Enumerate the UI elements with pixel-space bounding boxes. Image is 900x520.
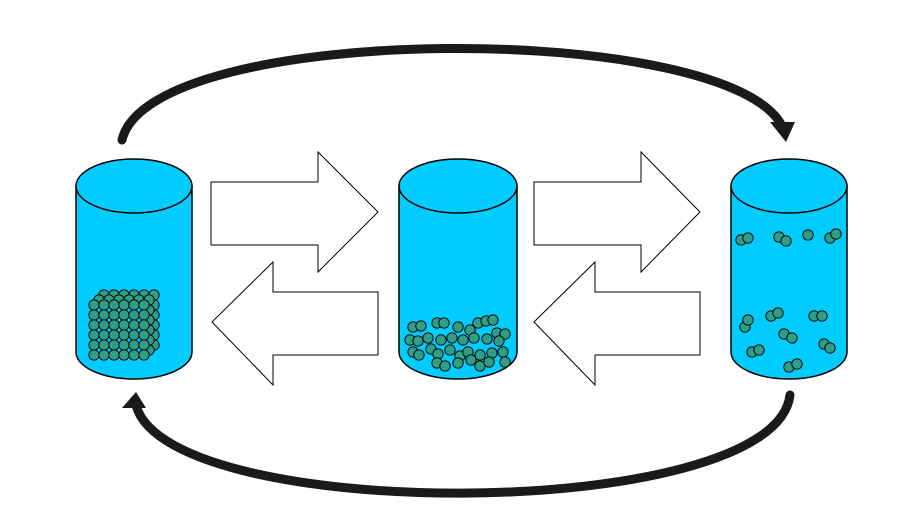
gas-particle xyxy=(830,228,842,240)
arrow-liquid-to-gas xyxy=(533,150,701,274)
solid-particle xyxy=(138,299,150,311)
liquid-particle xyxy=(493,335,505,347)
solid-particle xyxy=(108,319,120,331)
gas-particle xyxy=(753,344,765,356)
solid-particle xyxy=(88,349,100,361)
solid-particle xyxy=(138,349,150,361)
gas-particle xyxy=(786,332,798,344)
liquid-particle xyxy=(497,346,509,358)
solid-particle xyxy=(128,309,140,321)
solid-particle xyxy=(98,299,110,311)
solid-particle xyxy=(128,319,140,331)
particles-gas xyxy=(735,228,842,373)
solid-particle xyxy=(108,299,120,311)
solid-particle xyxy=(88,319,100,331)
solid-particle xyxy=(138,309,150,321)
solid-particle xyxy=(108,339,120,351)
liquid-particle xyxy=(413,349,425,361)
gas-particle xyxy=(824,342,836,354)
solid-particle xyxy=(118,309,130,321)
liquid-particle xyxy=(483,356,495,368)
container-gas xyxy=(730,158,848,380)
solid-particle xyxy=(98,319,110,331)
liquid-particle xyxy=(439,360,451,372)
cycle-arrow-top-head xyxy=(770,122,795,142)
solid-particle xyxy=(118,299,130,311)
liquid-particle xyxy=(481,333,493,345)
solid-particle xyxy=(108,329,120,341)
particles-solid xyxy=(88,289,160,361)
container-solid xyxy=(75,158,193,380)
arrow-liquid-to-solid xyxy=(211,260,379,387)
liquid-particle xyxy=(457,334,469,346)
cycle-arrow-top xyxy=(117,43,795,145)
particles-liquid xyxy=(404,314,511,372)
solid-particle xyxy=(88,309,100,321)
solid-particle xyxy=(88,299,100,311)
gas-particle xyxy=(772,307,784,319)
gas-particle xyxy=(742,314,754,326)
container-gas-top xyxy=(730,158,848,214)
liquid-particle xyxy=(438,317,450,329)
liquid-particle xyxy=(412,335,424,347)
liquid-particle xyxy=(435,334,447,346)
solid-particle xyxy=(98,349,110,361)
arrow-solid-to-liquid xyxy=(210,150,379,274)
container-solid-top xyxy=(75,158,193,214)
cycle-arrow-bottom xyxy=(122,390,795,498)
solid-particle xyxy=(138,319,150,331)
liquid-particle xyxy=(468,332,480,344)
cycle-arrow-top-stroke xyxy=(117,43,788,145)
solid-particle xyxy=(128,299,140,311)
solid-particle xyxy=(98,309,110,321)
solid-particle xyxy=(118,319,130,331)
gas-particle xyxy=(742,232,754,244)
liquid-particle xyxy=(465,354,477,366)
solid-particle xyxy=(118,329,130,341)
container-liquid-body xyxy=(398,185,518,380)
gas-particle xyxy=(816,310,828,322)
liquid-particle xyxy=(487,314,499,326)
container-liquid xyxy=(398,158,518,380)
gas-particle xyxy=(791,358,803,370)
liquid-particle xyxy=(452,321,464,333)
solid-particle xyxy=(138,339,150,351)
liquid-particle xyxy=(452,357,464,369)
solid-particle xyxy=(128,339,140,351)
solid-particle xyxy=(128,329,140,341)
liquid-particle xyxy=(415,320,427,332)
liquid-particle xyxy=(499,356,511,368)
cycle-arrow-bottom-head xyxy=(122,392,146,408)
liquid-particle xyxy=(444,344,456,356)
solid-particle xyxy=(108,309,120,321)
solid-particle xyxy=(98,329,110,341)
gas-particle xyxy=(780,235,792,247)
liquid-particle xyxy=(446,332,458,344)
solid-particle xyxy=(88,329,100,341)
solid-particle xyxy=(88,339,100,351)
container-liquid-top xyxy=(398,158,518,214)
liquid-particle xyxy=(474,349,486,361)
gas-particle xyxy=(802,229,814,241)
solid-particle xyxy=(118,349,130,361)
solid-particle xyxy=(98,339,110,351)
cycle-arrow-bottom-stroke xyxy=(130,390,795,498)
solid-particle xyxy=(128,349,140,361)
solid-particle xyxy=(118,339,130,351)
solid-particle xyxy=(138,329,150,341)
arrow-gas-to-liquid xyxy=(533,260,701,387)
container-gas-body xyxy=(730,185,848,380)
liquid-particle xyxy=(422,332,434,344)
solid-particle xyxy=(108,349,120,361)
